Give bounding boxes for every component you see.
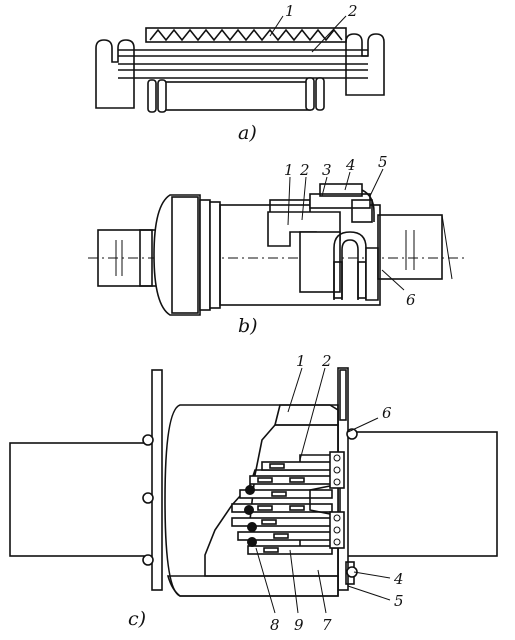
label-b-4: 4	[345, 156, 356, 174]
caption-c: c)	[128, 608, 146, 630]
lower-shaft	[159, 81, 311, 111]
right-shaft	[377, 214, 443, 280]
label-b-3: 3	[322, 161, 332, 179]
ball	[247, 537, 257, 547]
left-fork-bracket	[95, 39, 135, 109]
label-c-4: 4	[393, 570, 404, 588]
label-b-5: 5	[378, 153, 388, 171]
panel-a: 1 2 a)	[95, 2, 385, 144]
label-c-9: 9	[294, 616, 304, 634]
left-shaft-c	[9, 442, 161, 557]
rubber-sleeve-zigzag	[149, 28, 343, 42]
coupling-body	[219, 204, 381, 306]
label-b-2: 2	[299, 161, 310, 179]
label-b-6: 6	[406, 291, 416, 309]
label-c-5: 5	[394, 592, 404, 610]
loop-element	[333, 231, 367, 300]
ball	[247, 522, 257, 532]
ball	[245, 485, 255, 495]
caption-a: a)	[238, 122, 257, 144]
label-c-1: 1	[296, 352, 306, 370]
panel-b: 1 2 3 4 5 6 b)	[88, 153, 465, 337]
label-a-2: 2	[347, 2, 358, 20]
label-c-8: 8	[270, 616, 280, 634]
ball	[244, 505, 254, 515]
caption-b: b)	[238, 315, 258, 337]
panel-c: 1 2 6 4 5 8 9 7 c)	[9, 352, 498, 634]
label-c-7: 7	[322, 616, 332, 634]
right-shaft-c	[344, 431, 498, 557]
label-a-1: 1	[285, 2, 295, 20]
label-c-6: 6	[382, 404, 392, 422]
rubber-sleeve	[145, 27, 347, 43]
left-flange-plate	[151, 369, 163, 591]
left-flange	[153, 194, 201, 316]
label-c-2: 2	[321, 352, 332, 370]
label-b-1: 1	[284, 161, 294, 179]
